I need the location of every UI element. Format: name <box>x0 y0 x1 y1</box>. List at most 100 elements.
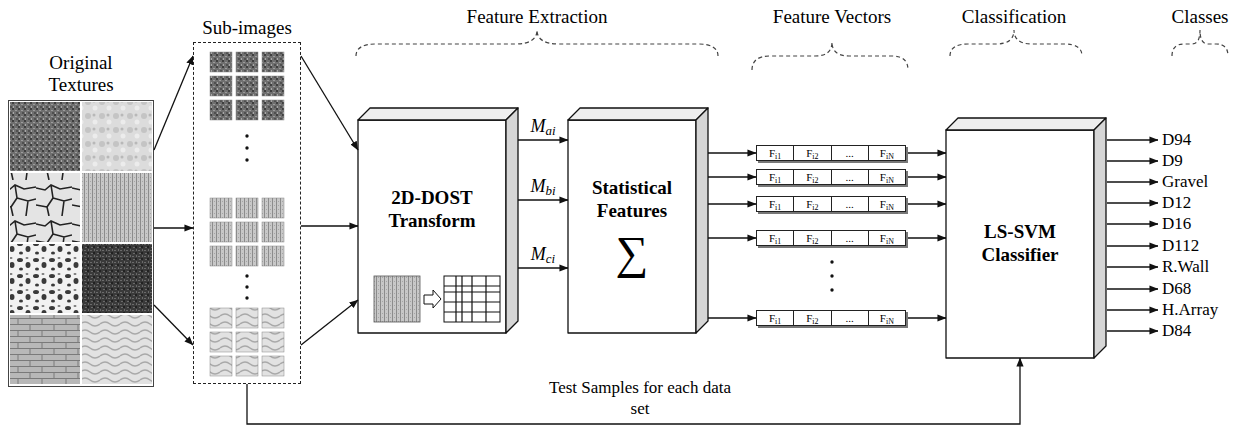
flow-arrow <box>708 152 756 153</box>
section-label: Classes <box>1172 6 1229 27</box>
flow-arrow <box>154 227 193 228</box>
feature-vector: Fi1Fi2...FiN <box>756 230 906 246</box>
vector-cell: Fi1 <box>757 197 794 211</box>
edge-label-holder: Mci <box>531 244 555 265</box>
flow-arrow <box>906 237 946 238</box>
vector-cell: ... <box>832 311 869 325</box>
flow-arrow <box>247 358 1020 424</box>
section-label-holder: Feature Vectors <box>773 6 891 28</box>
flow-arrow <box>708 317 756 318</box>
class-label: Gravel <box>1162 172 1208 191</box>
class-label: D12 <box>1162 193 1191 212</box>
section-label: Feature Vectors <box>773 6 891 27</box>
box-content: LS-SVM Classifier <box>946 130 1094 358</box>
flow-arrow <box>708 237 756 238</box>
vector-cell: FiN <box>869 146 905 160</box>
vector-cell: FiN <box>869 311 905 325</box>
class-label: D112 <box>1162 236 1199 255</box>
box-title: Statistical Features <box>573 177 691 223</box>
box-title: 2D-DOST Transform <box>373 187 491 233</box>
vector-cell: FiN <box>869 197 905 211</box>
flow-arrow <box>906 176 946 177</box>
classifier-box: LS-SVM Classifier <box>946 118 1106 358</box>
class-label-holder: D16 <box>1162 214 1191 234</box>
flow-arrow <box>518 199 568 200</box>
flow-arrow <box>518 139 568 140</box>
class-label-holder: D112 <box>1162 236 1199 256</box>
feature-vector: Fi1Fi2...FiN <box>756 310 906 326</box>
class-label-holder: H.Array <box>1162 300 1218 320</box>
section-label-holder: Classification <box>962 6 1066 28</box>
heading-text: Sub-images <box>202 17 292 38</box>
class-label: D68 <box>1162 279 1191 298</box>
class-label-holder: R.Wall <box>1162 257 1209 277</box>
edge-label: Mai <box>530 116 555 136</box>
vector-cell: Fi2 <box>794 311 831 325</box>
flow-arrow <box>154 305 193 345</box>
texture-tiles <box>9 101 154 387</box>
feature-vector: Fi1Fi2...FiN <box>756 196 906 212</box>
edge-label: Mci <box>531 244 555 264</box>
section-label-holder: Feature Extraction <box>467 6 608 28</box>
section-label: Classification <box>962 6 1066 27</box>
class-label-holder: D68 <box>1162 279 1191 299</box>
edge-label-holder: Test Samples for each data set <box>540 378 740 419</box>
flow-arrow <box>518 267 568 268</box>
edge-label: Test Samples for each data set <box>540 378 740 419</box>
class-label: D16 <box>1162 214 1191 233</box>
vector-cell: ... <box>832 231 869 245</box>
feature-box: Statistical Features ∑ <box>568 108 708 333</box>
heading-text: Original Textures <box>48 52 113 95</box>
edge-label: Mbi <box>530 176 555 196</box>
class-label: D94 <box>1162 130 1191 149</box>
sub-image-tiles <box>210 52 284 376</box>
feature-vector: Fi1Fi2...FiN <box>756 145 906 161</box>
class-label-holder: D9 <box>1162 151 1183 171</box>
flow-arrow <box>906 152 946 153</box>
vector-cell: ... <box>832 197 869 211</box>
edge-label-holder: Mbi <box>530 176 555 197</box>
class-label: D84 <box>1162 321 1191 340</box>
box-title: LS-SVM Classifier <box>961 221 1079 267</box>
vector-cell: ... <box>832 146 869 160</box>
vector-cell: FiN <box>869 170 905 184</box>
box-symbol: ∑ <box>616 230 649 276</box>
flow-arrow <box>301 225 358 226</box>
dost-illustration <box>374 276 500 322</box>
vector-cell: Fi1 <box>757 231 794 245</box>
vector-cell: ... <box>832 170 869 184</box>
feature-vector: Fi1Fi2...FiN <box>756 169 906 185</box>
flow-arrow <box>906 203 946 204</box>
class-label: H.Array <box>1162 300 1218 319</box>
section-label: Feature Extraction <box>467 6 608 27</box>
vector-cell: Fi2 <box>794 170 831 184</box>
class-label-holder: D12 <box>1162 193 1191 213</box>
texture-panel: Original Textures <box>8 100 154 387</box>
vector-cell: Fi2 <box>794 197 831 211</box>
box-3d-faces <box>358 108 1106 358</box>
vector-cell: Fi1 <box>757 146 794 160</box>
vector-cell: Fi1 <box>757 311 794 325</box>
panel-heading: Sub-images <box>202 17 292 39</box>
ellipsis-dots <box>245 134 833 299</box>
section-braces <box>356 30 1228 70</box>
class-label: D9 <box>1162 151 1183 170</box>
class-label: R.Wall <box>1162 257 1209 276</box>
flow-arrow <box>708 203 756 204</box>
flow-arrow <box>906 317 946 318</box>
class-label-holder: D94 <box>1162 130 1191 150</box>
transform-box: 2D-DOST Transform <box>358 108 518 333</box>
flow-arrow <box>301 300 358 345</box>
class-label-holder: D84 <box>1162 321 1191 341</box>
flow-arrow <box>708 176 756 177</box>
class-label-holder: Gravel <box>1162 172 1208 192</box>
panel-heading: Original Textures <box>36 52 126 96</box>
box-content: Statistical Features ∑ <box>568 120 696 333</box>
vector-cell: Fi2 <box>794 146 831 160</box>
sub-image-panel: Sub-images <box>193 42 301 384</box>
vector-cell: Fi1 <box>757 170 794 184</box>
flow-arrow <box>301 56 358 150</box>
section-label-holder: Classes <box>1172 6 1229 28</box>
vector-cell: FiN <box>869 231 905 245</box>
